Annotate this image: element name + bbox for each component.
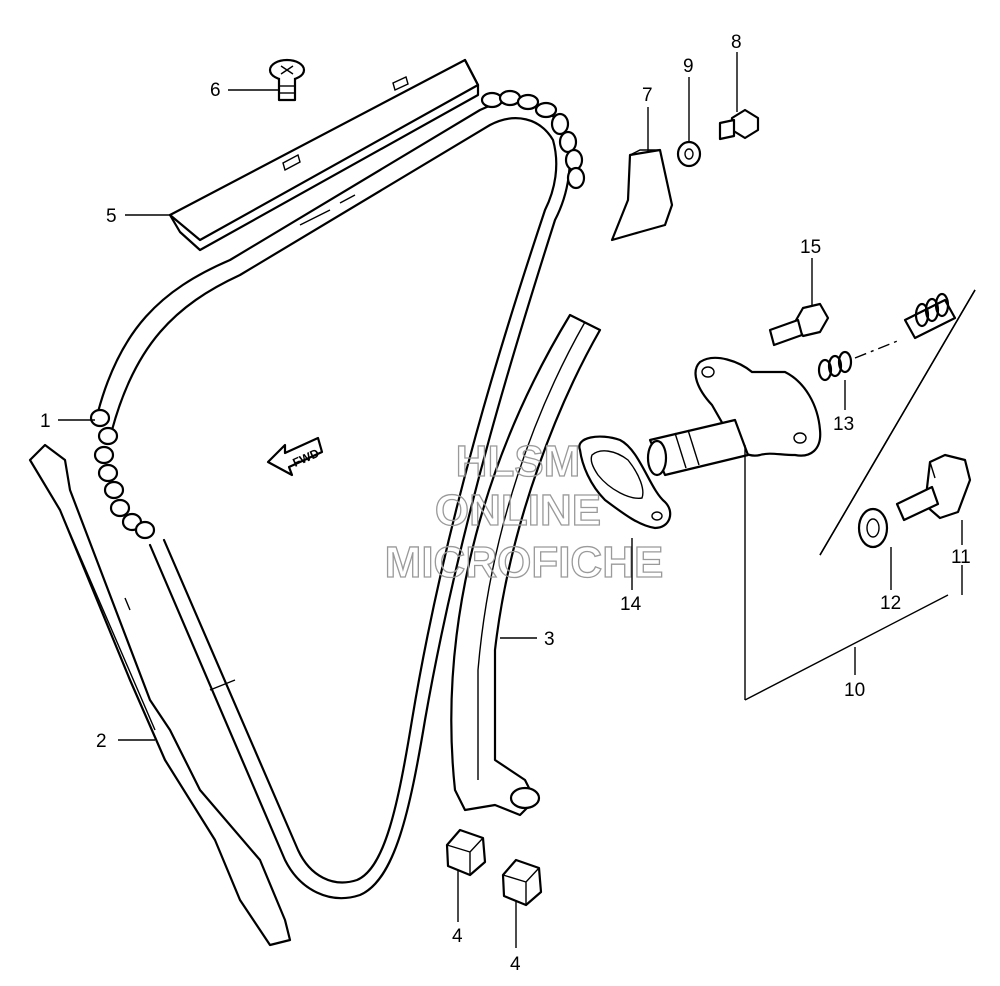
callouts: 1 2 3 4 4 5 6 7 8 9 10 11 12 13 14 15	[40, 32, 971, 975]
spring	[817, 339, 901, 382]
cushion-block-2	[501, 858, 543, 907]
cushion-block-1	[445, 828, 487, 877]
watermark-line-3: MICROFICHE	[385, 538, 664, 587]
callout-12: 12	[880, 593, 901, 614]
chain-tensioner-blade	[450, 313, 602, 817]
callout-3: 3	[544, 629, 555, 650]
bolt-side	[768, 302, 830, 347]
watermark: HLSM ONLINE MICROFICHE	[384, 436, 664, 587]
callout-8: 8	[731, 32, 742, 53]
watermark-line-1: HLSM	[456, 437, 581, 486]
callout-7: 7	[642, 85, 653, 106]
watermark-line-2: ONLINE	[435, 486, 601, 535]
guide-cushion	[610, 148, 674, 242]
screw	[268, 58, 306, 102]
fwd-arrow-icon: FWD	[266, 436, 324, 477]
callout-11: 11	[951, 547, 971, 568]
plug-bolt	[895, 453, 972, 522]
callout-13: 13	[833, 414, 854, 435]
tensioner-gasket	[578, 435, 672, 530]
callout-9: 9	[683, 56, 694, 77]
callout-15: 15	[800, 237, 821, 258]
bolt-top	[718, 108, 760, 141]
washer	[676, 140, 702, 168]
leader-lines	[58, 52, 963, 948]
callout-4-left: 4	[452, 926, 463, 947]
push-rod	[903, 292, 957, 340]
assembly-bracket	[744, 289, 976, 701]
gasket-washer	[857, 507, 889, 549]
chain-guide-rear	[28, 443, 292, 947]
callout-14: 14	[620, 594, 642, 615]
callout-1: 1	[40, 411, 51, 432]
callout-10: 10	[844, 680, 865, 701]
tensioner-assembly	[646, 356, 822, 477]
callout-2: 2	[96, 731, 107, 752]
callout-6: 6	[210, 80, 221, 101]
chain-guide-top	[168, 58, 480, 252]
callout-5: 5	[106, 206, 117, 227]
callout-4-right: 4	[510, 954, 521, 975]
